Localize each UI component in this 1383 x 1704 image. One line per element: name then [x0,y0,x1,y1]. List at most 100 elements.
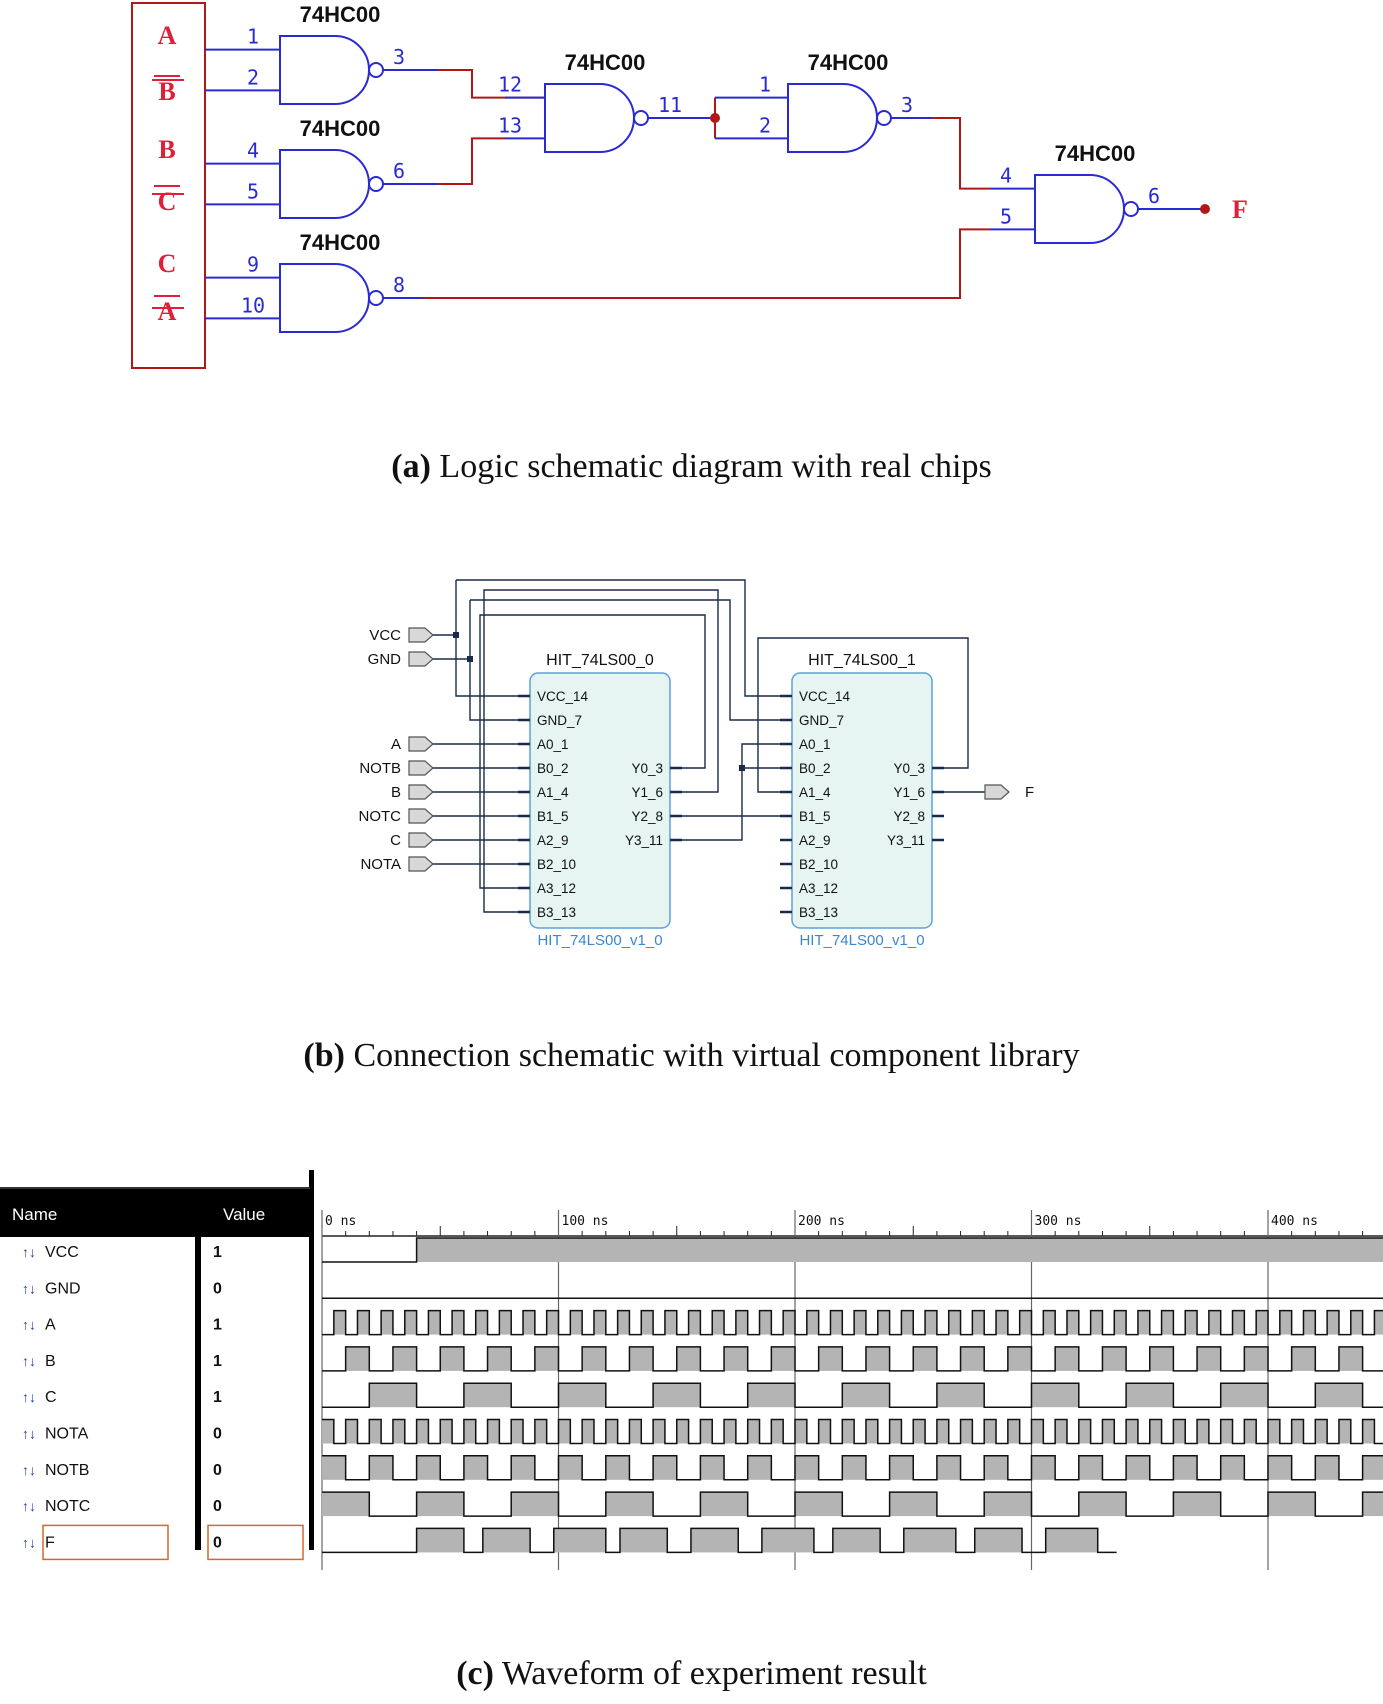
pin-number: 3 [393,45,405,69]
wave-high-fill [1291,1346,1316,1371]
pin-label: Y2_8 [893,809,925,824]
wave-high-fill [582,1346,606,1371]
wave-high-fill [1173,1455,1198,1480]
time-label: 0 ns [325,1214,356,1229]
wave-high-fill [1114,1310,1127,1335]
selection-box [207,1524,304,1561]
caption-a-tag: (a) [391,448,431,485]
pin-number: 12 [498,73,522,97]
wave-high-fill [322,1492,370,1517]
port-shape [984,784,1010,800]
wave-high-fill [499,1310,512,1335]
port-label: F [1025,784,1034,801]
net-line [479,614,706,889]
wave-high-fill [984,1455,1008,1480]
wave-high-fill [1362,1492,1383,1517]
wave-high-fill [653,1419,665,1444]
pin-label: B3_13 [799,905,838,920]
wave-high-fill [1208,1310,1221,1335]
wave-high-fill [1256,1310,1268,1335]
wave-high-fill [392,1419,405,1444]
chip-footer: HIT_74LS00_v1_0 [799,932,924,949]
net-line [682,743,780,841]
wave-high-fill [1055,1346,1079,1371]
wave-high-fill [936,1383,985,1408]
wave-high-fill [818,1419,831,1444]
wave-high-fill [1315,1455,1339,1480]
waveform-notb [322,1455,1383,1481]
wave-high-fill [1126,1455,1150,1480]
wave-high-fill [1232,1310,1245,1335]
signal-icon: ↑↓ [22,1244,36,1260]
wave-high-fill [653,1455,677,1480]
signal-icon: ↑↓ [22,1426,36,1442]
signal-value: 1 [213,1317,222,1334]
net-line [456,579,780,697]
wave-high-fill [1220,1383,1268,1408]
wave-high-fill [1268,1492,1316,1517]
port-label: NOTB [359,760,401,777]
wave-high-fill [322,1419,334,1444]
wave-high-fill [1137,1310,1150,1335]
port-shape [408,760,434,776]
wave-high-fill [511,1492,559,1517]
signal-icon: ↑↓ [22,1498,36,1514]
selection-box [42,1524,169,1561]
wave-high-fill [842,1383,890,1408]
caption-b: (b) Connection schematic with virtual co… [0,1037,1383,1075]
port-label: C [390,832,401,849]
pin-label: Y2_8 [631,809,663,824]
wave-high-fill [984,1419,997,1444]
chip-body [791,672,933,929]
port-shape [408,736,434,752]
wave-high-fill [369,1455,393,1480]
net-line [455,580,518,697]
wave-high-fill [936,1419,949,1444]
port-label: GND [368,651,402,668]
wave-high-fill [428,1310,441,1335]
signal-name: B [45,1353,56,1370]
wave-high-fill [700,1455,725,1480]
pin-number: 4 [247,139,259,163]
wave-high-fill [795,1492,843,1517]
waveform-notc [322,1491,1383,1517]
port-shape [408,627,434,643]
wave-high-fill [1268,1455,1292,1480]
wave-high-fill [392,1346,417,1371]
wave-high-fill [440,1419,453,1444]
signal-icon: ↑↓ [22,1389,36,1405]
wave-high-fill [1031,1455,1056,1480]
input-label-bottom: A [158,297,177,326]
pin-label: A1_4 [537,785,569,800]
wave-high-fill [1338,1419,1351,1444]
wave-high-fill [605,1419,618,1444]
wave-high-fill [903,1528,956,1553]
wave-high-fill [1055,1419,1067,1444]
wave-high-fill [482,1528,531,1553]
wave-high-fill [570,1310,583,1335]
wave-high-fill [1102,1346,1127,1371]
signal-icon: ↑↓ [22,1353,36,1369]
name-header: Name [12,1205,57,1224]
wave-high-fill [1126,1383,1174,1408]
signal-value: 1 [213,1389,222,1406]
signal-value: 0 [213,1462,222,1479]
nand-gate-body [279,35,370,105]
wave-high-fill [1315,1383,1363,1408]
port-shape [408,832,434,848]
wave-high-fill [1126,1419,1138,1444]
pin-label: A0_1 [537,737,569,752]
wave-high-fill [1078,1419,1091,1444]
wave-high-fill [653,1383,701,1408]
wave-high-fill [475,1310,488,1335]
wave-high-fill [416,1492,464,1517]
net-line [470,599,780,721]
wave-high-fill [1374,1310,1383,1335]
wave-high-fill [322,1455,346,1480]
wave-high-fill [1019,1310,1032,1335]
pin-label: VCC_14 [537,689,589,704]
wave-high-fill [877,1310,890,1335]
wave-high-fill [806,1310,819,1335]
caption-c-text: Waveform of experiment result [493,1655,927,1692]
